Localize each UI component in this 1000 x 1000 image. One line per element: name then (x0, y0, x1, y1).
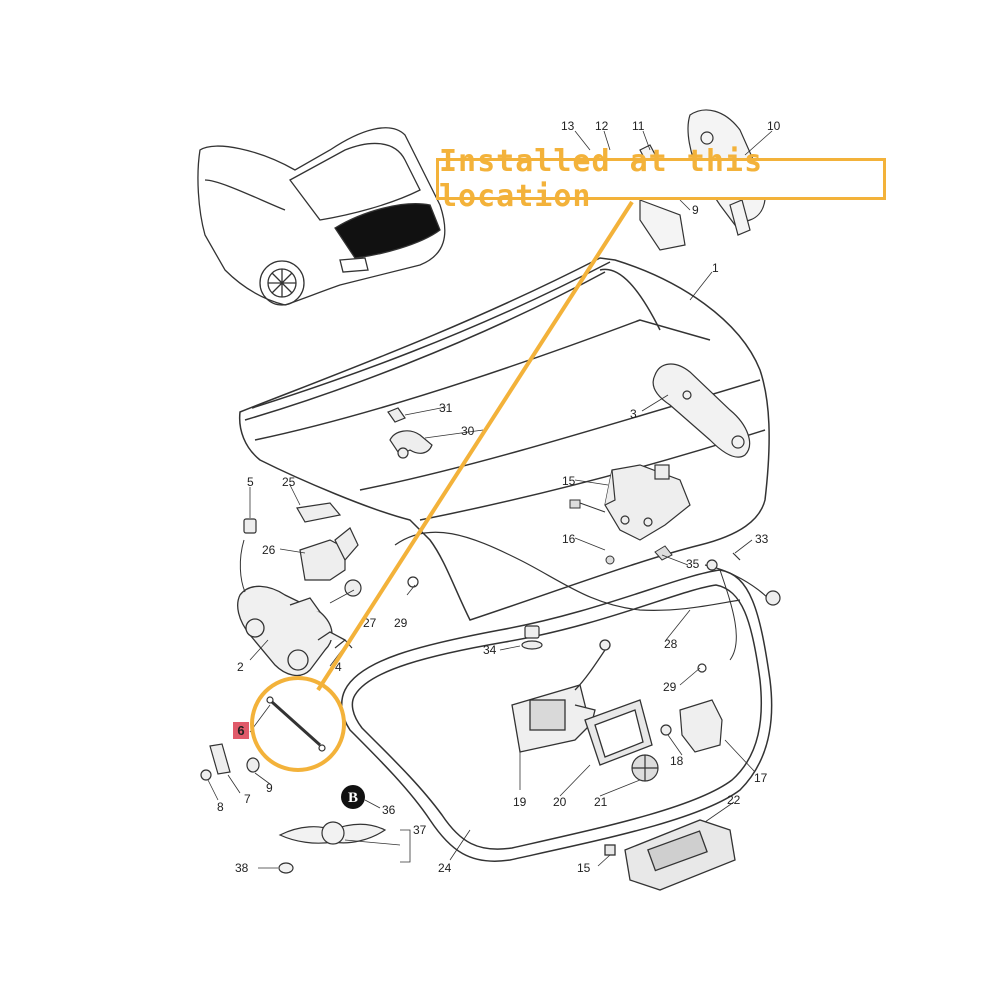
label-29a: 29 (394, 616, 408, 630)
wire-left (239, 539, 246, 593)
label-15b: 15 (577, 861, 591, 875)
label-26: 26 (262, 543, 276, 557)
gasket-20 (584, 699, 653, 766)
label-15a: 15 (562, 474, 576, 488)
release-cable-33 (704, 552, 781, 606)
callout-text: Installed at this location (439, 144, 764, 214)
highlighted-part-number: 6 (237, 723, 245, 738)
label-10: 10 (767, 119, 781, 133)
label-38: 38 (235, 861, 249, 875)
label-36: 36 (382, 803, 396, 817)
svg-text:B: B (348, 790, 358, 806)
label-30: 30 (461, 424, 475, 438)
label-20: 20 (553, 795, 567, 809)
car-thumbnail-icon (197, 127, 446, 306)
label-3: 3 (630, 407, 637, 421)
label-9a: 9 (692, 203, 699, 217)
label-22: 22 (727, 793, 741, 807)
label-17: 17 (754, 771, 768, 785)
label-29b: 29 (663, 680, 677, 694)
hinge-2 (237, 585, 346, 677)
plate-21 (631, 754, 659, 782)
stud-4 (334, 639, 353, 649)
label-9b: 9 (266, 781, 273, 795)
label-1: 1 (712, 261, 719, 275)
label-25: 25 (282, 475, 296, 489)
label-5: 5 (247, 475, 254, 489)
grommet-34 (521, 625, 543, 650)
left-small-parts (243, 502, 362, 597)
label-8: 8 (217, 800, 224, 814)
label-31: 31 (439, 401, 453, 415)
installed-location-callout: Installed at this location (436, 144, 886, 214)
part-number-labels: 1 2 3 4 5 7 8 9 9 10 11 12 13 15 15 16 1… (217, 119, 781, 875)
boot-lid (238, 257, 770, 621)
label-16: 16 (562, 532, 576, 546)
label-33: 33 (755, 532, 769, 546)
label-21: 21 (594, 795, 608, 809)
boot-seal (340, 569, 773, 862)
label-11: 11 (632, 119, 645, 133)
bentley-b-badge-icon: B (341, 785, 365, 809)
label-27: 27 (363, 616, 377, 630)
highlighted-part-label: 6 (233, 722, 249, 739)
label-28: 28 (664, 637, 678, 651)
label-4: 4 (335, 660, 342, 674)
label-35: 35 (686, 557, 700, 571)
motor-22 (604, 819, 736, 891)
leader-lines (207, 130, 773, 869)
gas-strut-6 (266, 696, 326, 752)
clip-30 (387, 407, 433, 459)
label-19: 19 (513, 795, 527, 809)
label-24: 24 (438, 861, 452, 875)
hinge-bracket-3 (652, 363, 751, 458)
winged-b-emblem-icon (278, 821, 387, 874)
nut-35 (654, 545, 673, 561)
label-37: 37 (413, 823, 427, 837)
label-12: 12 (595, 119, 609, 133)
callout-pointer (250, 200, 634, 772)
label-7: 7 (244, 792, 251, 806)
cable-branch (719, 569, 737, 661)
label-13: 13 (561, 119, 575, 133)
label-18: 18 (670, 754, 684, 768)
bolt-16 (569, 499, 615, 565)
lock-actuator-15 (604, 464, 691, 541)
cable (394, 531, 741, 611)
label-34: 34 (483, 643, 497, 657)
lower-left-fixings (200, 743, 260, 781)
bracket-17 (407, 576, 723, 753)
label-2: 2 (237, 660, 244, 674)
